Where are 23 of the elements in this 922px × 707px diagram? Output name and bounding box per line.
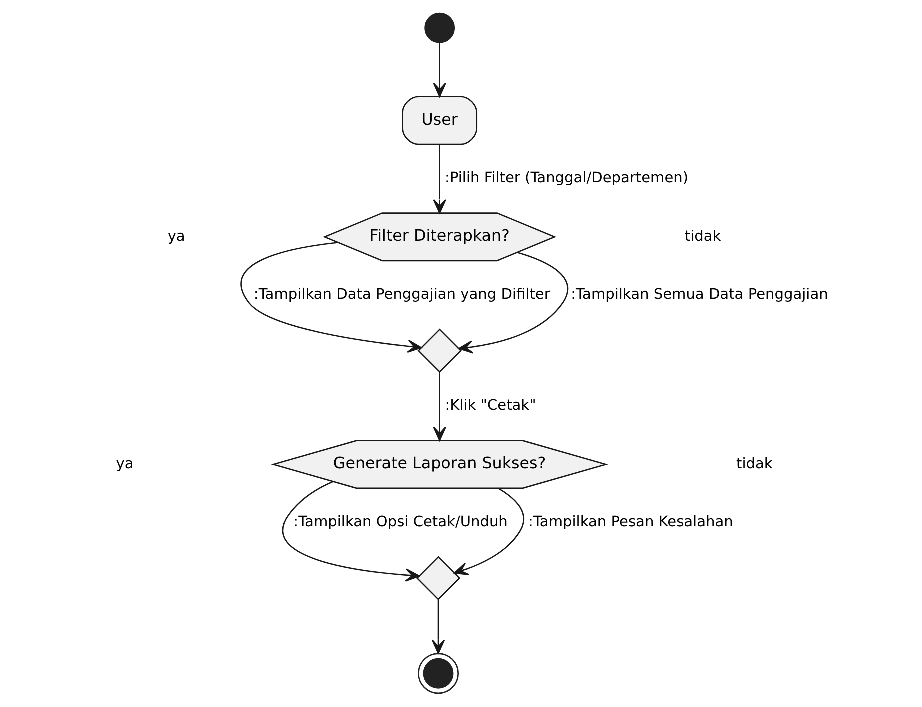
node-circle: [418, 653, 460, 694]
arrow: [454, 488, 524, 576]
arrow: [432, 600, 446, 654]
arrow: [433, 372, 446, 442]
label: tidak: [736, 455, 773, 472]
node-circle: [424, 12, 456, 44]
arrow: [433, 42, 446, 98]
label: ya: [116, 455, 134, 472]
edge-label: :Klik "Cetak": [445, 397, 536, 414]
node-box: User: [402, 96, 478, 146]
node-diamond: [416, 556, 461, 600]
label: tidak: [684, 228, 722, 245]
arrow: [458, 252, 568, 354]
label: ya: [168, 228, 186, 245]
arrow: [433, 145, 446, 214]
edge-label: :Tampilkan Semua Data Penggajian: [571, 286, 828, 303]
edge-label: :Pilih Filter (Tanggal/Departemen): [445, 170, 689, 187]
edge-label: :Tampilkan Opsi Cetak/Unduh: [294, 514, 508, 531]
node-diamond: [418, 328, 462, 373]
arrow: [282, 481, 420, 582]
arrow: [240, 242, 422, 354]
edge-label: :Tampilkan Data Penggajian yang Difilter: [254, 286, 550, 303]
edge-label: :Tampilkan Pesan Kesalahan: [528, 514, 734, 531]
